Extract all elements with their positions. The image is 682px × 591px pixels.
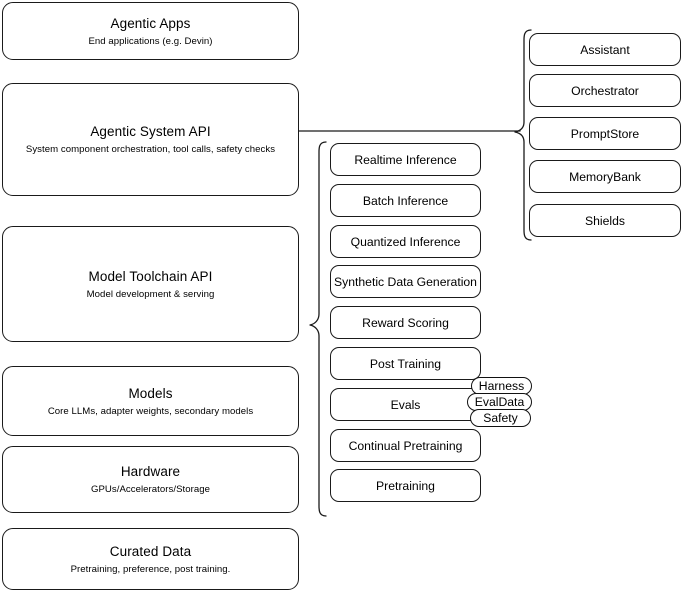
- system-chip-promptstore[interactable]: PromptStore: [529, 117, 681, 150]
- layer-title: Model Toolchain API: [88, 268, 213, 284]
- layer-subtitle: Model development & serving: [86, 288, 215, 300]
- chip-label: Continual Pretraining: [348, 438, 463, 453]
- toolchain-chip-quantized-inference[interactable]: Quantized Inference: [330, 225, 481, 258]
- evals-subcomponent-safety[interactable]: Safety: [470, 409, 531, 427]
- layer-subtitle: GPUs/Accelerators/Storage: [90, 484, 211, 495]
- chip-label: Quantized Inference: [350, 234, 461, 249]
- layer-subtitle: End applications (e.g. Devin): [88, 35, 213, 47]
- layer-subtitle: Pretraining, preference, post training.: [70, 563, 231, 575]
- chip-label: Post Training: [369, 356, 442, 371]
- brace-model-toolchain: [309, 141, 327, 517]
- chip-label: Synthetic Data Generation: [334, 274, 477, 289]
- chip-label: Pretraining: [376, 478, 435, 493]
- stack-layer-hardware[interactable]: Hardware GPUs/Accelerators/Storage: [2, 446, 299, 513]
- chip-label: Shields: [585, 213, 625, 228]
- stack-layer-curated-data[interactable]: Curated Data Pretraining, preference, po…: [2, 528, 299, 590]
- toolchain-chip-pretraining[interactable]: Pretraining: [330, 469, 481, 502]
- layer-title: Curated Data: [109, 543, 192, 559]
- toolchain-chip-realtime-inference[interactable]: Realtime Inference: [330, 143, 481, 176]
- chip-label: Realtime Inference: [354, 152, 457, 167]
- chip-label: Evals: [390, 397, 421, 412]
- evals-subcomponent-harness[interactable]: Harness: [471, 377, 532, 395]
- evals-subcomponent-evaldata[interactable]: EvalData: [467, 393, 532, 411]
- stack-layer-model-toolchain-api[interactable]: Model Toolchain API Model development & …: [2, 226, 299, 342]
- layer-title: Models: [128, 385, 173, 401]
- system-chip-orchestrator[interactable]: Orchestrator: [529, 74, 681, 107]
- pill-label: Safety: [483, 410, 518, 425]
- chip-label: Reward Scoring: [362, 315, 449, 330]
- layer-title: Agentic System API: [90, 124, 211, 139]
- layer-subtitle: System component orchestration, tool cal…: [25, 144, 276, 155]
- toolchain-chip-evals[interactable]: Evals: [330, 388, 481, 421]
- toolchain-chip-continual-pretraining[interactable]: Continual Pretraining: [330, 429, 481, 462]
- system-chip-shields[interactable]: Shields: [529, 204, 681, 237]
- stack-layer-models[interactable]: Models Core LLMs, adapter weights, secon…: [2, 366, 299, 436]
- stack-layer-agentic-apps[interactable]: Agentic Apps End applications (e.g. Devi…: [2, 2, 299, 60]
- chip-label: MemoryBank: [569, 169, 641, 184]
- system-chip-assistant[interactable]: Assistant: [529, 33, 681, 66]
- system-chip-memorybank[interactable]: MemoryBank: [529, 160, 681, 193]
- layer-title: Hardware: [120, 464, 181, 479]
- toolchain-chip-post-training[interactable]: Post Training: [330, 347, 481, 380]
- toolchain-chip-reward-scoring[interactable]: Reward Scoring: [330, 306, 481, 339]
- pill-label: EvalData: [474, 394, 525, 409]
- chip-label: Orchestrator: [571, 83, 639, 98]
- chip-label: Assistant: [580, 42, 630, 57]
- chip-label: Batch Inference: [362, 193, 449, 208]
- brace-agentic-system-components: [514, 29, 532, 241]
- pill-label: Harness: [478, 378, 525, 393]
- layer-subtitle: Core LLMs, adapter weights, secondary mo…: [47, 405, 254, 417]
- layer-title: Agentic Apps: [110, 15, 191, 31]
- toolchain-chip-synthetic-data-generation[interactable]: Synthetic Data Generation: [330, 265, 481, 298]
- stack-layer-agentic-system-api[interactable]: Agentic System API System component orch…: [2, 83, 299, 196]
- chip-label: PromptStore: [570, 126, 640, 141]
- connector-system-api-to-components: [298, 130, 521, 132]
- toolchain-chip-batch-inference[interactable]: Batch Inference: [330, 184, 481, 217]
